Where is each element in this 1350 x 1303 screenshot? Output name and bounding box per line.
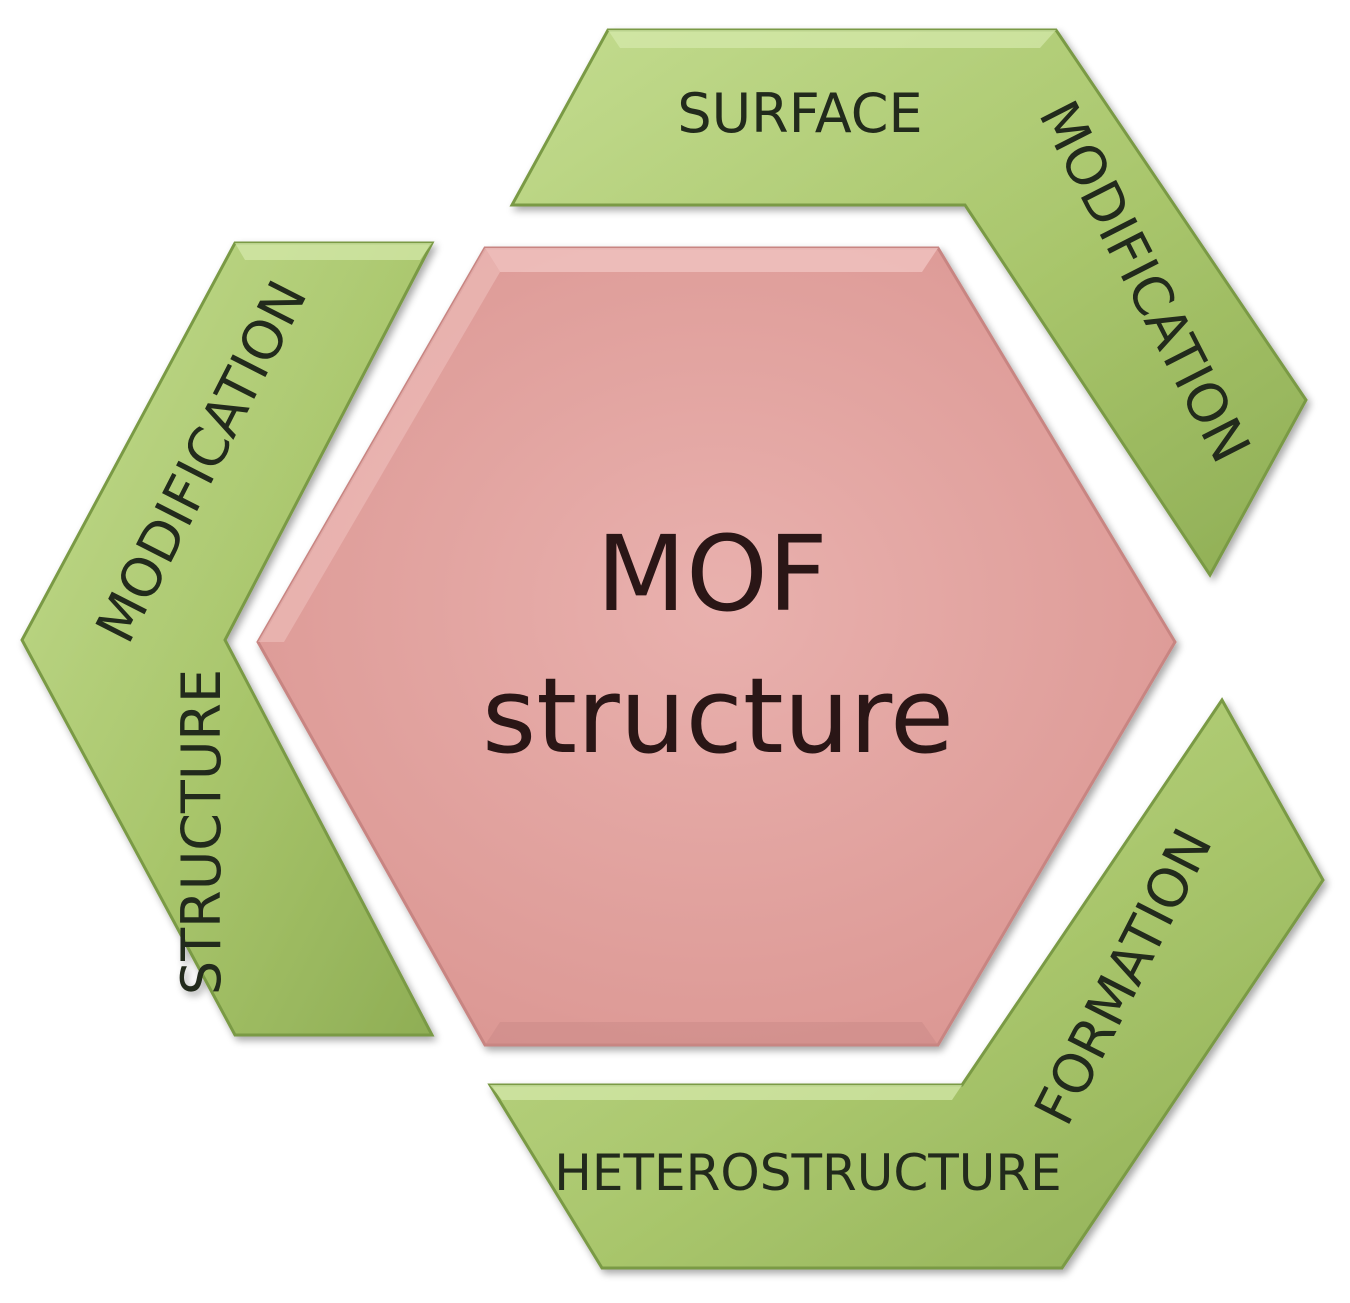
segment-heterostructure-formation: HETEROSTRUCTURE FORMATION (487, 697, 1325, 1270)
center-title-line1: MOF (596, 513, 827, 635)
heterostructure-word: HETEROSTRUCTURE (554, 1144, 1061, 1202)
center-hexagon-bevel-top (485, 248, 938, 272)
surface-word: SURFACE (677, 82, 922, 145)
segment-heterostructure-bevel (490, 1085, 962, 1100)
center-hexagon-bevel-bottom (485, 1022, 938, 1045)
segment-surface-bevel (608, 30, 1056, 48)
structure-word: STRUCTURE (170, 669, 233, 995)
segment-structure-bevel (235, 243, 432, 260)
center-title-line2: structure (482, 655, 954, 777)
center-hexagon: MOF structure (256, 246, 1177, 1047)
center-hexagon-bevel-left (258, 248, 500, 642)
center-hexagon-shape (256, 246, 1177, 1047)
